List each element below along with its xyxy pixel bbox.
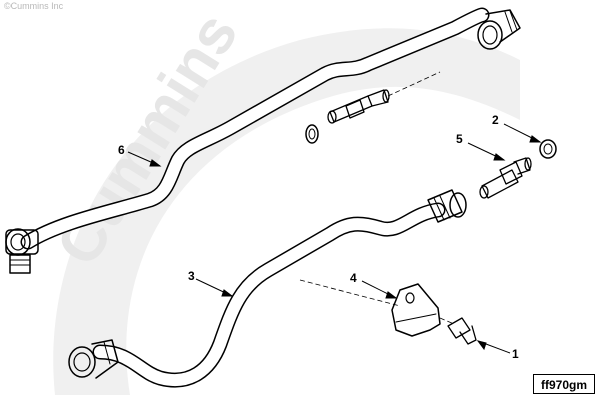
callout-5: 5 [456,132,463,146]
copyright-notice: ©Cummins Inc [4,1,64,11]
callout-6: 6 [118,143,125,157]
o-ring-2 [539,139,557,159]
tube-assembly-6 [5,7,521,274]
figure-id-label: ff970gm [533,374,595,394]
bracket-4 [391,283,441,337]
watermark: Cummins [43,1,520,395]
callout-2: 2 [492,113,499,127]
callout-4: 4 [350,271,357,285]
callout-1: 1 [512,347,519,361]
o-ring-upper [305,124,319,144]
adapter-fitting-5 [479,157,532,199]
alignment-lines [299,71,455,325]
callout-3: 3 [188,269,195,283]
capscrew-1 [447,317,477,345]
tube-assembly-3 [68,189,467,388]
adapter-fitting-upper [327,89,390,124]
callout-leaders [127,123,542,354]
